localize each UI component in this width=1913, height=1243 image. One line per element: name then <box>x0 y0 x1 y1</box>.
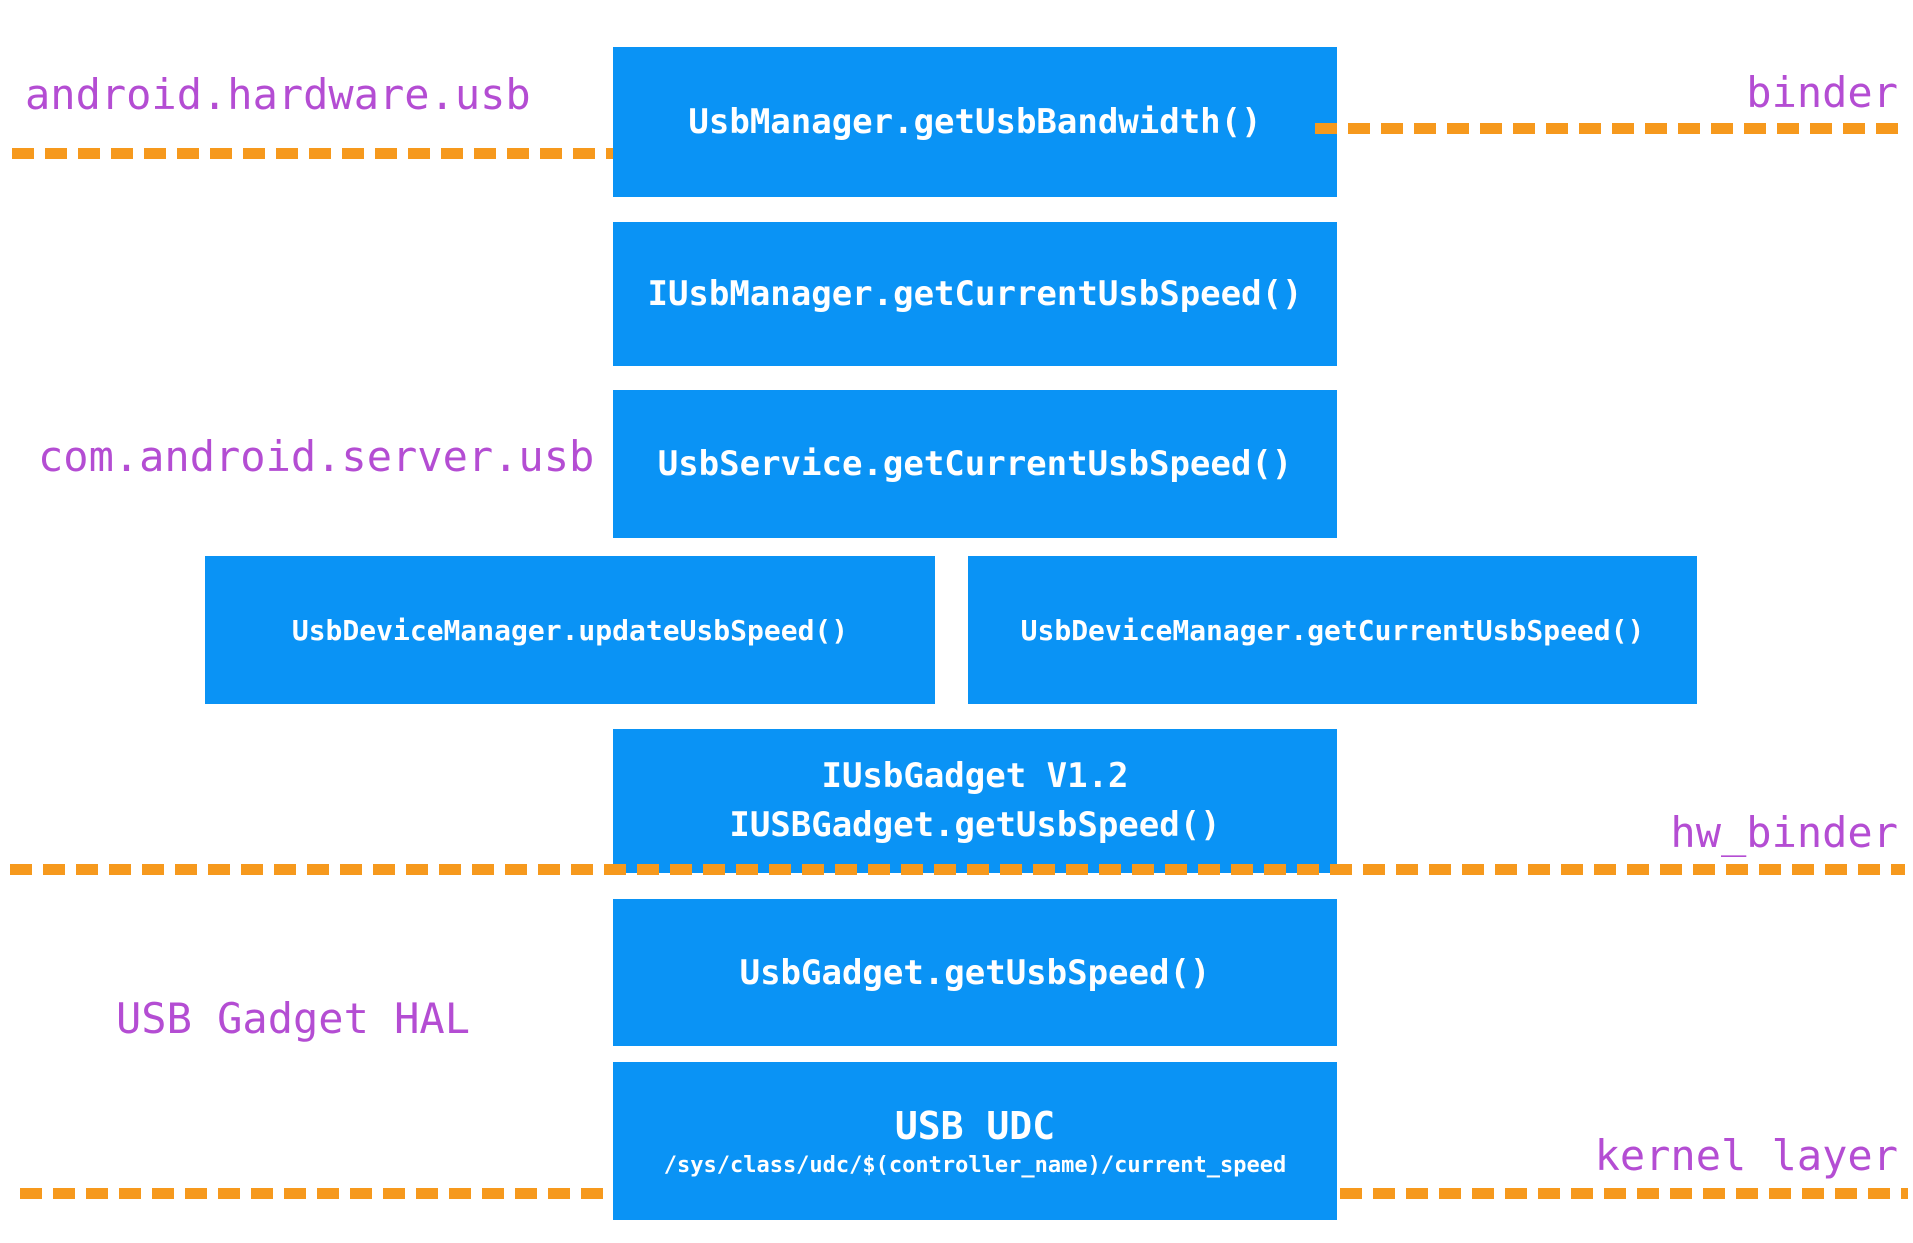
box-usb-manager-label: UsbManager.getUsbBandwidth() <box>688 102 1262 142</box>
layer-label-usb-gadget-hal: USB Gadget HAL <box>116 994 471 1043</box>
box-iusb-gadget-line1: IUsbGadget V1.2 <box>821 756 1129 796</box>
hw-binder-boundary-line <box>10 864 1905 875</box>
box-iusb-manager-get-current-usb-speed: IUsbManager.getCurrentUsbSpeed() <box>613 222 1337 366</box>
box-usb-service-get-current-usb-speed: UsbService.getCurrentUsbSpeed() <box>613 390 1337 538</box>
box-usb-manager-get-usb-bandwidth: UsbManager.getUsbBandwidth() <box>613 47 1337 197</box>
layer-label-kernel-layer: kernel layer <box>1594 1131 1898 1180</box>
binder-boundary-line-right <box>1315 123 1900 134</box>
box-usb-udc: USB UDC /sys/class/udc/$(controller_name… <box>613 1062 1337 1220</box>
box-usb-device-manager-get-current-usb-speed: UsbDeviceManager.getCurrentUsbSpeed() <box>968 556 1697 704</box>
box-usb-gadget-label: UsbGadget.getUsbSpeed() <box>739 952 1211 993</box>
box-usb-udc-title: USB UDC <box>894 1104 1056 1148</box>
box-udm-get-label: UsbDeviceManager.getCurrentUsbSpeed() <box>1020 613 1645 647</box>
box-iusb-manager-label: IUsbManager.getCurrentUsbSpeed() <box>647 274 1303 314</box>
box-usb-udc-sysfs-path: /sys/class/udc/$(controller_name)/curren… <box>663 1153 1287 1178</box>
box-usb-device-manager-update-usb-speed: UsbDeviceManager.updateUsbSpeed() <box>205 556 935 704</box>
binder-boundary-line-left <box>12 148 613 159</box>
box-iusb-gadget-v1-2: IUsbGadget V1.2 IUSBGadget.getUsbSpeed() <box>613 729 1337 873</box>
box-usb-service-label: UsbService.getCurrentUsbSpeed() <box>657 444 1293 484</box>
layer-label-hw-binder: hw_binder <box>1670 808 1898 857</box>
layer-label-android-hardware-usb: android.hardware.usb <box>25 70 531 119</box>
layer-label-binder: binder <box>1746 68 1898 117</box>
box-udm-update-label: UsbDeviceManager.updateUsbSpeed() <box>291 613 849 647</box>
box-usb-gadget-get-usb-speed: UsbGadget.getUsbSpeed() <box>613 899 1337 1046</box>
layer-label-com-android-server-usb: com.android.server.usb <box>38 432 595 481</box>
box-iusb-gadget-line2: IUSBGadget.getUsbSpeed() <box>729 805 1221 845</box>
